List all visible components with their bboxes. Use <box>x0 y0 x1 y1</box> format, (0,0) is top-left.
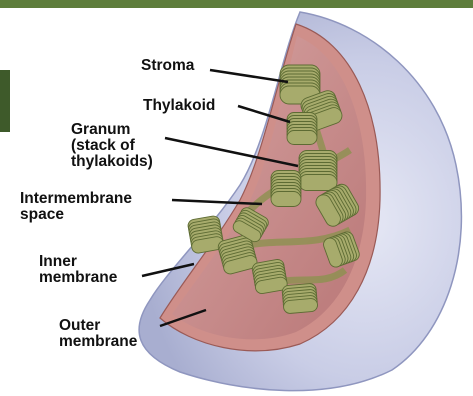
granum-stack <box>299 151 337 191</box>
thylakoid-label: Thylakoid <box>143 98 215 114</box>
thylakoid-disc <box>299 175 337 191</box>
thylakoid-disc <box>283 298 318 314</box>
granum-label: Granum (stack of thylakoids) <box>71 122 153 170</box>
stroma-label: Stroma <box>141 58 194 74</box>
outer-membrane-label: Outer membrane <box>59 318 137 350</box>
thylakoid-disc <box>271 192 301 207</box>
granum-stack <box>282 283 318 314</box>
granum-stack <box>287 113 317 145</box>
stroma-pointer <box>210 70 288 82</box>
thylakoid-disc <box>287 131 317 145</box>
inner-membrane-label: Inner membrane <box>39 254 117 286</box>
granum-stack <box>271 171 301 207</box>
intermembrane-space-label: Intermembrane space <box>20 191 132 223</box>
